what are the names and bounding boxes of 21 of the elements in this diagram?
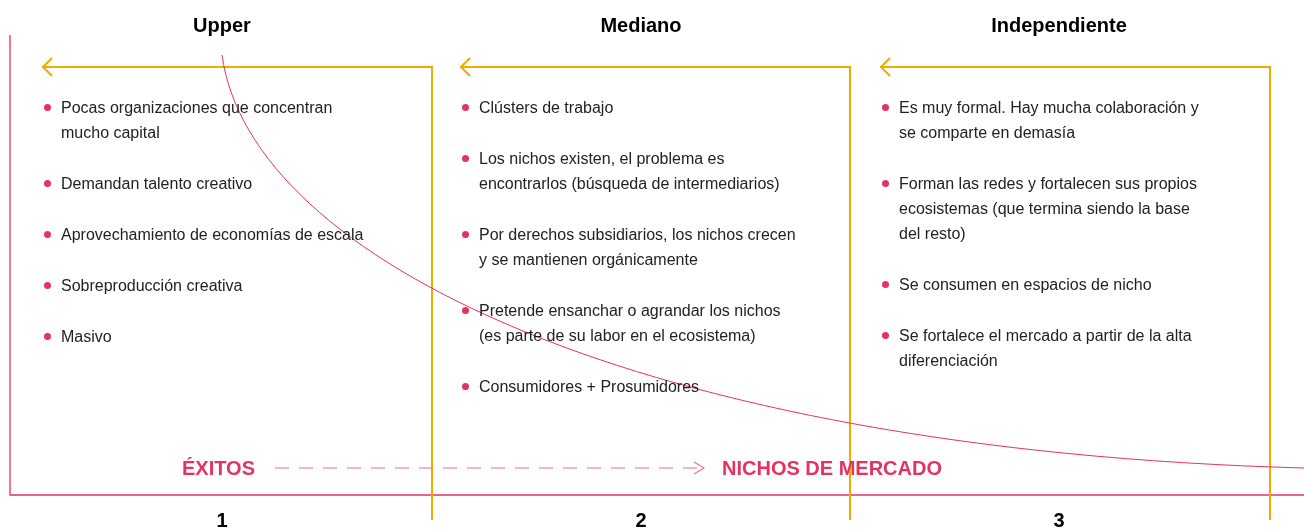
bullet-text: Masivo: [61, 327, 112, 347]
category-label: ÉXITOS: [182, 455, 255, 481]
bullet-text: Demandan talento creativo: [61, 174, 253, 194]
bullet-text: Los nichos existen, el problema es encontrarlos (búsqueda de intermediarios): [479, 149, 781, 194]
bullet-text: Clústers de trabajo: [479, 98, 614, 118]
bullet-text: Se fortalece el mercado a partir de la alta diferenciación: [899, 326, 1193, 371]
column-number: 2: [635, 508, 647, 531]
dashed-arrow: [274, 461, 705, 475]
bullet-text: Por derechos subsidiarios, los nichos crecen y se mantienen orgánicamente: [479, 225, 797, 270]
bullet-text: Forman las redes y fortalecen sus propios ecosistemas (que termina siendo la base del resto): [899, 174, 1198, 244]
bullet-text: Sobreproducción creativa: [61, 276, 243, 296]
column-number: 1: [216, 508, 228, 531]
bullet-text: Se consumen en espacios de nicho: [899, 275, 1152, 295]
column-title: Independiente: [991, 13, 1127, 38]
bullet-text: Pretende ensanchar o agrandar los nichos (es parte de su labor en el ecosistema): [479, 301, 782, 346]
column-title: Upper: [193, 13, 251, 38]
bullet-text: Consumidores + Prosumidores: [479, 377, 700, 397]
bullet-text: Es muy formal. Hay mucha colaboración y se comparte en demasía: [899, 98, 1200, 143]
column-title: Mediano: [600, 13, 682, 38]
column-number: 3: [1053, 508, 1065, 531]
bullet-text: Pocas organizaciones que concentran mucho capital: [61, 98, 334, 143]
